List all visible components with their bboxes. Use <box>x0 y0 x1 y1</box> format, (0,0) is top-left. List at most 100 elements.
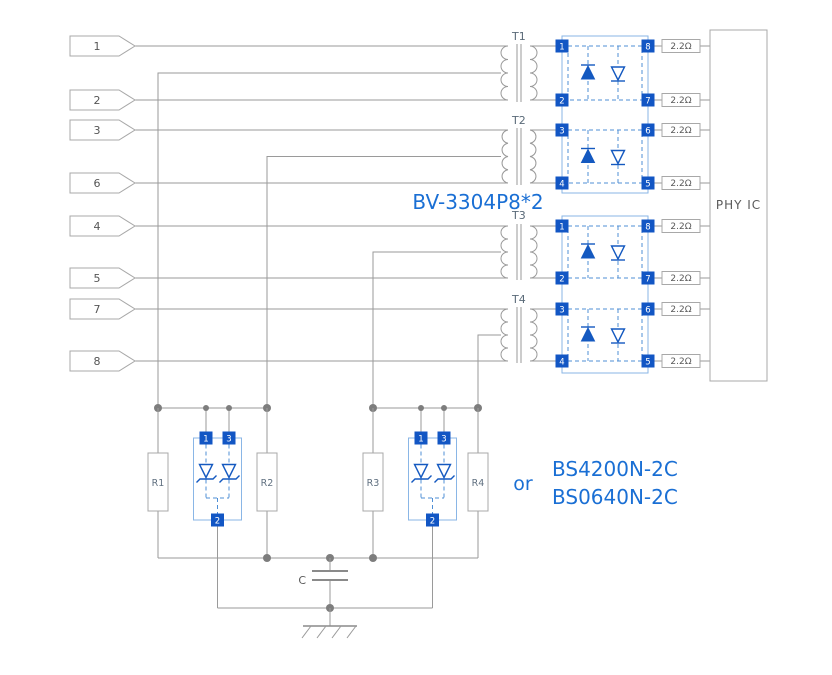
diode-pair <box>580 147 626 166</box>
ic-pin-number: 8 <box>645 43 650 53</box>
ic-pin-number: 2 <box>559 275 564 285</box>
resistor-value: 2.2Ω <box>670 96 691 106</box>
connector-pin-label: 4 <box>94 220 101 233</box>
series-resistor: 2.2Ω <box>654 93 710 107</box>
transformer-label: T3 <box>511 209 526 222</box>
diode-pair <box>580 326 626 344</box>
resistor-label: R3 <box>367 478 380 489</box>
resistor-R4: R4 <box>467 408 489 558</box>
connector-pin-8: 8 <box>69 350 136 372</box>
tvs-part-number-label: BV-3304P8*2 <box>412 190 543 214</box>
capacitor-label: C <box>298 574 306 587</box>
bottom-tvs-2: 1 3 2 <box>408 405 457 608</box>
ic-pin-number: 5 <box>645 358 650 368</box>
series-resistors: 2.2Ω 2.2Ω 2.2Ω 2.2Ω 2.2Ω 2.2Ω <box>654 39 710 368</box>
ic-pin-number: 6 <box>645 127 650 137</box>
resistor-value: 2.2Ω <box>670 126 691 136</box>
ic-pin-number: 4 <box>559 358 564 368</box>
ic-pin <box>641 271 655 285</box>
termination-network: R1 R2 R3 R4 <box>147 404 678 639</box>
zener-diode <box>196 463 217 483</box>
ic-pin-number: 5 <box>645 180 650 190</box>
ic-pin <box>641 219 655 233</box>
ground-symbol <box>301 608 357 639</box>
resistor-R2: R2 <box>256 408 278 558</box>
connector-pin-7: 7 <box>69 298 136 320</box>
capacitor: C <box>298 558 348 608</box>
connector-pin-2: 2 <box>69 89 136 111</box>
series-resistor: 2.2Ω <box>654 354 710 368</box>
transformer-label: T1 <box>511 30 526 43</box>
center-tap-wires <box>157 72 501 408</box>
tvs-pin-number: 2 <box>430 517 435 527</box>
ic-pin-number: 1 <box>559 43 564 53</box>
phy-ic: PHY IC <box>709 29 768 382</box>
connector-wires <box>135 45 508 362</box>
transformer-label: T4 <box>511 293 526 306</box>
phy-ic-label: PHY IC <box>716 198 761 212</box>
transformer-label: T2 <box>511 114 526 127</box>
resistor-label: R1 <box>152 478 165 489</box>
resistor-R3: R3 <box>362 408 384 558</box>
bottom-tvs-1: 1 3 2 <box>193 405 242 608</box>
or-label: or <box>513 473 533 495</box>
zener-diode <box>411 463 432 483</box>
ic-pin <box>641 354 655 368</box>
ic-pin <box>641 39 655 53</box>
transformer-T1: T1 <box>500 30 538 102</box>
ic-pin-number: 3 <box>559 306 564 316</box>
ic-pin-number: 4 <box>559 180 564 190</box>
tvs-pin <box>199 431 213 445</box>
resistor-value: 2.2Ω <box>670 274 691 284</box>
series-resistor: 2.2Ω <box>654 123 710 137</box>
connector-pin-label: 5 <box>94 272 101 285</box>
connector-pin-4: 4 <box>69 215 136 237</box>
connector-pin-label: 1 <box>94 40 101 53</box>
series-resistor: 2.2Ω <box>654 176 710 190</box>
connector-pin-6: 6 <box>69 172 136 194</box>
ic-pin-number: 6 <box>645 306 650 316</box>
connector-pin-1: 1 <box>69 35 136 57</box>
tvs-pin-number: 1 <box>203 435 208 445</box>
resistor-value: 2.2Ω <box>670 222 691 232</box>
zener-diode <box>219 463 240 483</box>
resistor-value: 2.2Ω <box>670 357 691 367</box>
ic-pin-number: 7 <box>645 275 650 285</box>
ic-pin <box>555 93 569 107</box>
tvs-pin-number: 1 <box>418 435 423 445</box>
transformer-T3: T3 <box>500 209 538 280</box>
ic-pin <box>555 271 569 285</box>
ic-pin <box>641 302 655 316</box>
series-resistor: 2.2Ω <box>654 39 710 53</box>
ic-pin <box>641 123 655 137</box>
bottom-tvs-part-number-1: BS4200N-2C <box>552 457 678 481</box>
ic-pin-number: 2 <box>559 97 564 107</box>
transformer-T2: T2 <box>501 114 537 185</box>
series-resistor: 2.2Ω <box>654 219 710 233</box>
diode-pair <box>580 64 626 82</box>
ic-pin-number: 8 <box>645 223 650 233</box>
ic-pin <box>555 176 569 190</box>
connector-pin-label: 3 <box>94 124 101 137</box>
tvs-array-module-1: 1 2 3 4 8 7 6 5 <box>555 35 655 194</box>
resistor-value: 2.2Ω <box>670 179 691 189</box>
connector-pin-label: 8 <box>94 355 101 368</box>
resistor-label: R4 <box>472 478 485 489</box>
ic-pin-number: 3 <box>559 127 564 137</box>
ic-pin-number: 7 <box>645 97 650 107</box>
connector-pin-3: 3 <box>69 119 136 141</box>
resistor-value: 2.2Ω <box>670 305 691 315</box>
connector-pin-label: 6 <box>94 177 101 190</box>
diode-pair <box>580 243 626 261</box>
connector-pin-label: 2 <box>94 94 101 107</box>
resistor-R1: R1 <box>147 408 169 558</box>
tvs-pin-number: 2 <box>215 517 220 527</box>
tvs-pin-number: 3 <box>226 435 231 445</box>
tvs-pin <box>222 431 236 445</box>
connector-pin-label: 7 <box>94 303 101 316</box>
bottom-tvs-part-number-2: BS0640N-2C <box>552 485 678 509</box>
tvs-pin-number: 3 <box>441 435 446 445</box>
ic-pin <box>555 354 569 368</box>
